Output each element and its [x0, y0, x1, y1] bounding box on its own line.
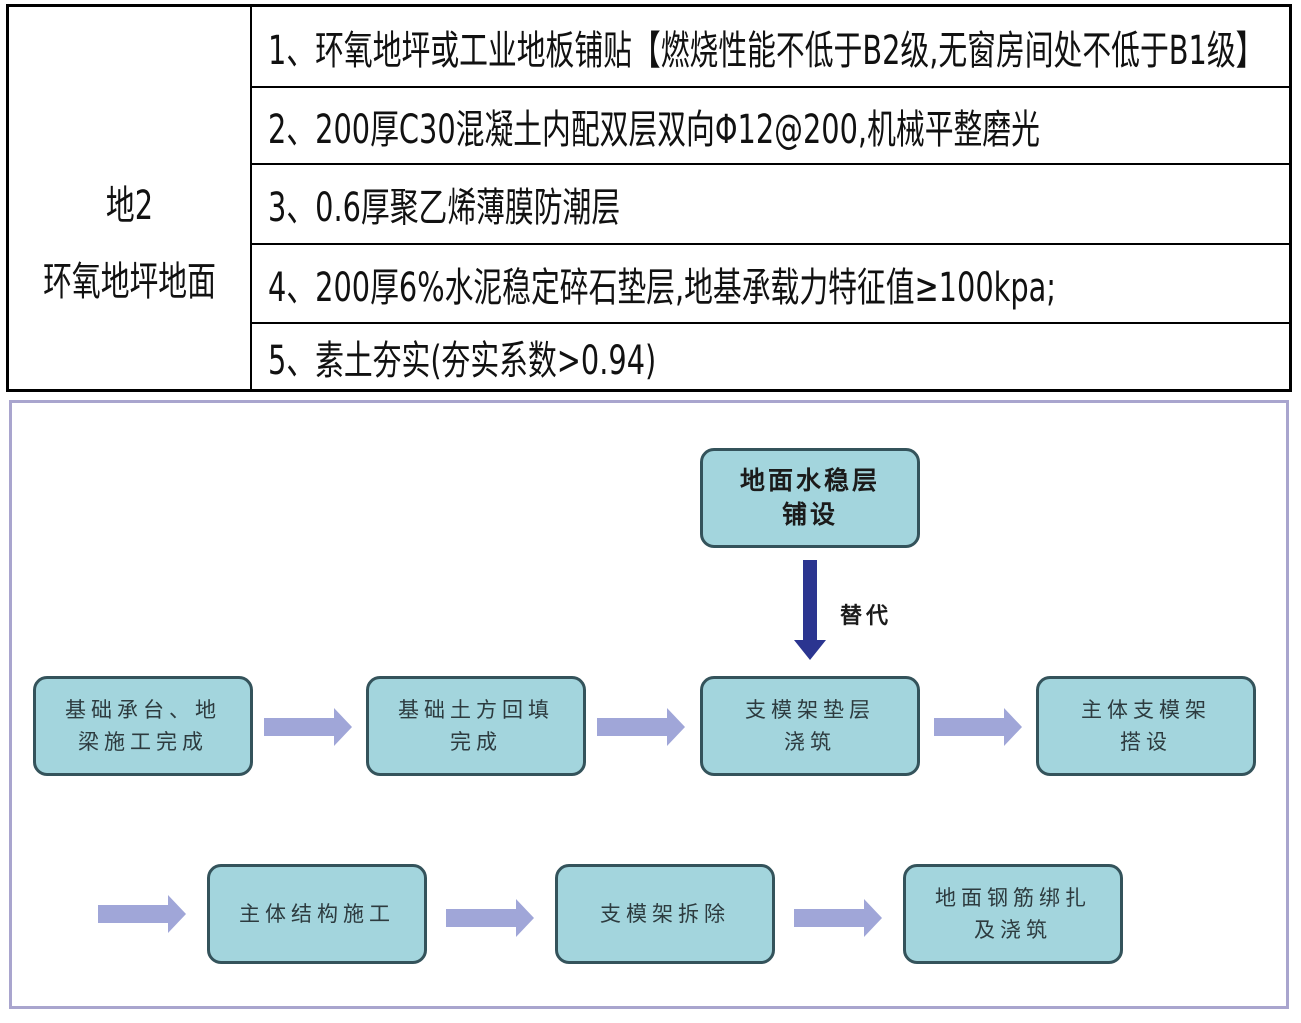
spec-layer-text: 4、200厚6%水泥稳定碎石垫层,地基承载力特征值≥100kpa; — [268, 264, 1056, 311]
replace-arrow — [794, 560, 826, 660]
node-label: 地面钢筋绑扎 及浇筑 — [935, 886, 1091, 942]
node-scaffold-removal: 支模架拆除 — [555, 864, 775, 964]
replace-label: 替代 — [840, 604, 893, 629]
flow-arrow — [264, 708, 352, 746]
node-water-stable-layer: 地面水稳层 铺设 — [700, 448, 920, 548]
node-main-structure: 主体结构施工 — [207, 864, 427, 964]
spec-layer-row: 5、素土夯实(夯实系数>0.94) — [252, 324, 1289, 389]
spec-layer-text: 5、素土夯实(夯实系数>0.94) — [268, 337, 657, 384]
spec-layer-row: 2、200厚C30混凝土内配双层双向Φ12@200,机械平整磨光 — [252, 88, 1289, 165]
node-label: 支模架垫层 浇筑 — [745, 698, 875, 754]
node-backfill: 基础土方回填 完成 — [366, 676, 586, 776]
flow-arrow — [597, 708, 685, 746]
floor-name: 环氧地坪地面 — [43, 259, 216, 305]
spec-layer-text: 2、200厚C30混凝土内配双层双向Φ12@200,机械平整磨光 — [268, 106, 1040, 153]
spec-left-cell: 地2 环氧地坪地面 — [9, 7, 252, 389]
node-main-scaffold: 主体支模架 搭设 — [1036, 676, 1256, 776]
node-floor-rebar: 地面钢筋绑扎 及浇筑 — [903, 864, 1123, 964]
spec-layer-row: 1、环氧地坪或工业地板铺贴【燃烧性能不低于B2级,无窗房间处不低于B1级】 — [252, 7, 1289, 88]
spec-layer-row: 4、200厚6%水泥稳定碎石垫层,地基承载力特征值≥100kpa; — [252, 245, 1289, 324]
node-foundation-cap: 基础承台、地 梁施工完成 — [33, 676, 253, 776]
spec-layer-text: 1、环氧地坪或工业地板铺贴【燃烧性能不低于B2级,无窗房间处不低于B1级】 — [268, 27, 1265, 74]
spec-layer-row: 3、0.6厚聚乙烯薄膜防潮层 — [252, 165, 1289, 245]
node-label: 基础承台、地 梁施工完成 — [65, 698, 221, 754]
floor-code: 地2 — [105, 183, 154, 229]
node-label: 主体支模架 搭设 — [1081, 698, 1211, 754]
node-label: 主体结构施工 — [239, 902, 395, 926]
flow-arrow — [446, 899, 534, 937]
node-scaffold-cushion: 支模架垫层 浇筑 — [700, 676, 920, 776]
spec-table: 地2 环氧地坪地面 1、环氧地坪或工业地板铺贴【燃烧性能不低于B2级,无窗房间处… — [6, 4, 1292, 392]
node-label: 支模架拆除 — [600, 902, 730, 926]
flow-arrow — [98, 895, 186, 933]
node-label: 基础土方回填 完成 — [398, 698, 554, 754]
node-label: 地面水稳层 铺设 — [739, 466, 880, 529]
flow-arrow — [794, 899, 882, 937]
spec-layer-text: 3、0.6厚聚乙烯薄膜防潮层 — [268, 185, 621, 231]
flow-arrow — [934, 708, 1022, 746]
